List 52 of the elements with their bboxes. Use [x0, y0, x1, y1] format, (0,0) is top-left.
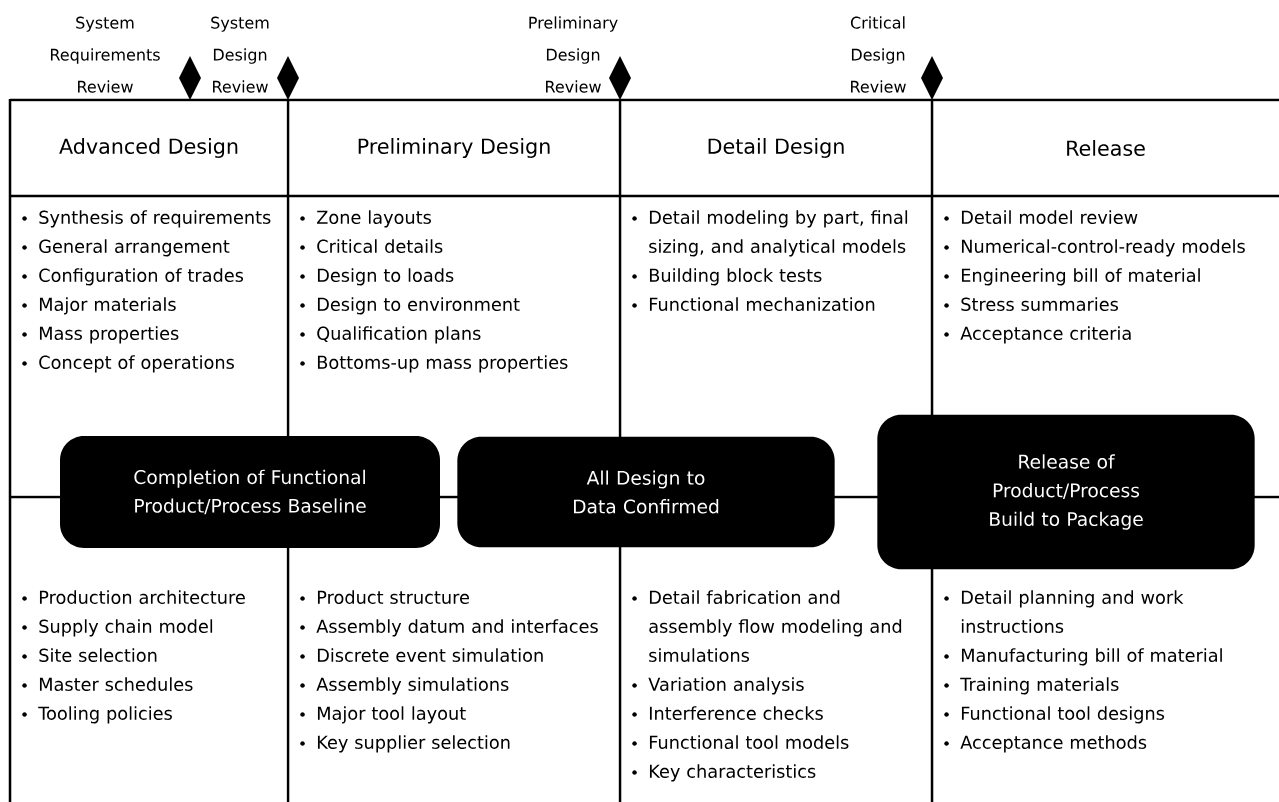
list-item: Tooling policies [22, 706, 172, 724]
milestone-box: Release of Product/Process Build to Package [877, 414, 1255, 570]
list-item: Site selection [22, 648, 157, 662]
list-item: Zone layouts [300, 210, 431, 228]
milestone-box: All Design to Data Confirmed [457, 436, 835, 548]
list-item: Functional mechanization [632, 297, 875, 311]
list-item: Supply chain model [22, 619, 213, 637]
list-item: Detail modeling by part, final sizing, and analytical models [632, 210, 908, 257]
milestone-box: Completion of Functional Product/Process Baseline [60, 436, 440, 548]
list-item: Configuration of trades [22, 268, 244, 286]
list-item: Product structure [300, 590, 470, 604]
list-item: Stress summaries [944, 297, 1118, 311]
list-item: Detail fabrication and assembly flow modeling and simulations [632, 590, 902, 662]
review-label: System Design Review [211, 16, 269, 93]
list-item: Variation analysis [632, 677, 804, 695]
review-label: Preliminary Design Review [529, 16, 618, 93]
list-item: Key supplier selection [300, 735, 510, 753]
review-label: System Requirements Review [50, 16, 160, 93]
column-header: Release [1067, 140, 1145, 156]
list-item: Engineering bill of material [944, 268, 1200, 286]
list-item: Detail planning and work instructions [944, 590, 1184, 633]
list-item: Functional tool models [632, 735, 849, 749]
list-item: Assembly simulations [300, 677, 509, 695]
list-item: Acceptance methods [944, 735, 1147, 753]
list-item: Detail model review [944, 210, 1138, 224]
list-item: Key characteristics [632, 764, 816, 782]
column-header: Preliminary Design [358, 138, 550, 158]
list-item: Mass properties [22, 326, 179, 344]
column-header: Advanced Design [59, 138, 238, 158]
list-item: Master schedules [22, 677, 193, 691]
list-item: Training materials [944, 677, 1119, 695]
list-item: Design to loads [300, 268, 454, 286]
list-item: Interference checks [632, 706, 823, 720]
list-item: Acceptance criteria [944, 326, 1131, 344]
list-item: Qualification plans [300, 326, 481, 344]
list-item: Bottoms-up mass properties [300, 355, 568, 373]
list-item: General arrangement [22, 239, 230, 257]
list-item: Critical details [300, 239, 443, 253]
list-item: Manufacturing bill of material [944, 648, 1222, 666]
list-item: Building block tests [632, 268, 822, 286]
list-item: Concept of operations [22, 355, 234, 373]
list-item: Major materials [22, 297, 176, 315]
list-item: Functional tool designs [944, 706, 1165, 724]
list-item: Major tool layout [300, 706, 466, 724]
review-label: Critical Design Review [850, 16, 906, 93]
list-item: Production architecture [22, 590, 245, 604]
list-item: Design to environment [300, 297, 520, 315]
list-item: Synthesis of requirements [22, 210, 271, 228]
column-header: Detail Design [708, 138, 844, 158]
list-item: Numerical-control-ready models [944, 239, 1245, 257]
list-item: Assembly datum and interfaces [300, 619, 598, 637]
list-item: Discrete event simulation [300, 648, 543, 662]
